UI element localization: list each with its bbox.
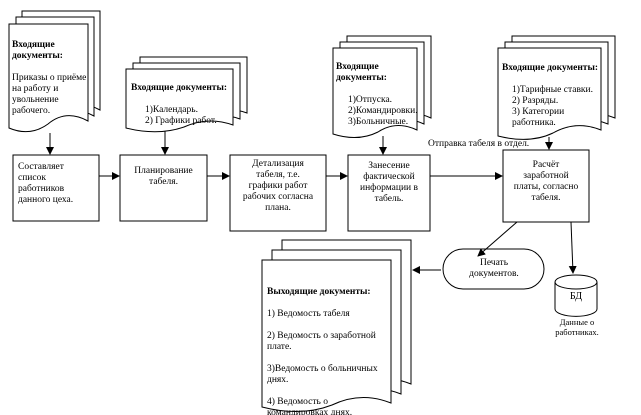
input-doc-leave-text: 1)Отпуска. 2)Командировки. 3)Больничные. [348, 95, 418, 127]
process-step-5: Расчёт заработной платы, согласно табеля… [513, 160, 579, 203]
output-doc-stack [261, 239, 412, 413]
output-doc-item-1: 1) Ведомость табеля [267, 309, 350, 319]
input-doc-calendar-text: 1)Календарь. 2) Графики работ. [145, 105, 217, 126]
input-doc-hire-title: Входящие документы: [12, 40, 63, 61]
send-note: Отправка табеля в отдел. [428, 139, 530, 149]
input-doc-leave-stack [332, 35, 432, 138]
process-box-4 [347, 154, 431, 232]
output-docs-title: Выходящие документы: [267, 287, 371, 297]
database-cylinder [554, 274, 598, 317]
database-label: БД [569, 291, 583, 302]
input-doc-rates-stack [497, 35, 616, 140]
input-doc-calendar: Входящие документы: 1)Календарь. 2) Граф… [131, 72, 233, 138]
process-box-1 [12, 154, 100, 222]
database-caption: Данные о работниках. [555, 317, 599, 337]
input-doc-leave-title: Входящие документы: [336, 62, 387, 83]
process-box-2 [119, 154, 208, 222]
input-doc-calendar-stack [125, 56, 248, 133]
process-step-2: Планирование табеля. [134, 166, 193, 187]
output-doc-item-3: 3)Ведомость о больничных днях. [267, 364, 378, 385]
input-doc-hire-stack [8, 10, 101, 133]
input-doc-rates-text: 1)Тарифные ставки. 2) Разряды. 3) Катего… [512, 85, 594, 128]
input-doc-calendar-title: Входящие документы: [131, 83, 228, 93]
print-label: Печать документов. [469, 258, 519, 279]
process-step-4: Занесение фактической информации в табел… [360, 161, 418, 204]
input-doc-hire-text: Приказы о приёме на работу и увольнение … [12, 73, 87, 116]
output-doc-item-4: 4) Ведомость о командировках днях. [267, 397, 353, 415]
input-doc-leave: Входящие документы: 1)Отпуска. 2)Команди… [336, 51, 418, 139]
process-box-3 [229, 154, 327, 232]
input-doc-rates-title: Входящие документы: [502, 63, 599, 73]
print-terminator [442, 248, 545, 290]
process-step-3: Детализация табеля, т.е. графики работ р… [242, 159, 314, 213]
output-doc-item-2: 2) Ведомость о заработной плате. [267, 331, 376, 352]
process-step-1: Составляет список работников данного цех… [18, 162, 74, 205]
input-doc-rates: Входящие документы: 1)Тарифные ставки. 2… [502, 52, 602, 140]
process-arrows [99, 172, 577, 274]
process-box-5 [502, 149, 590, 223]
input-doc-hire: Входящие документы: Приказы о приёме на … [12, 29, 88, 128]
doc-arrows [46, 131, 553, 155]
output-docs: Выходящие документы: 1) Ведомость табеля… [267, 276, 391, 415]
